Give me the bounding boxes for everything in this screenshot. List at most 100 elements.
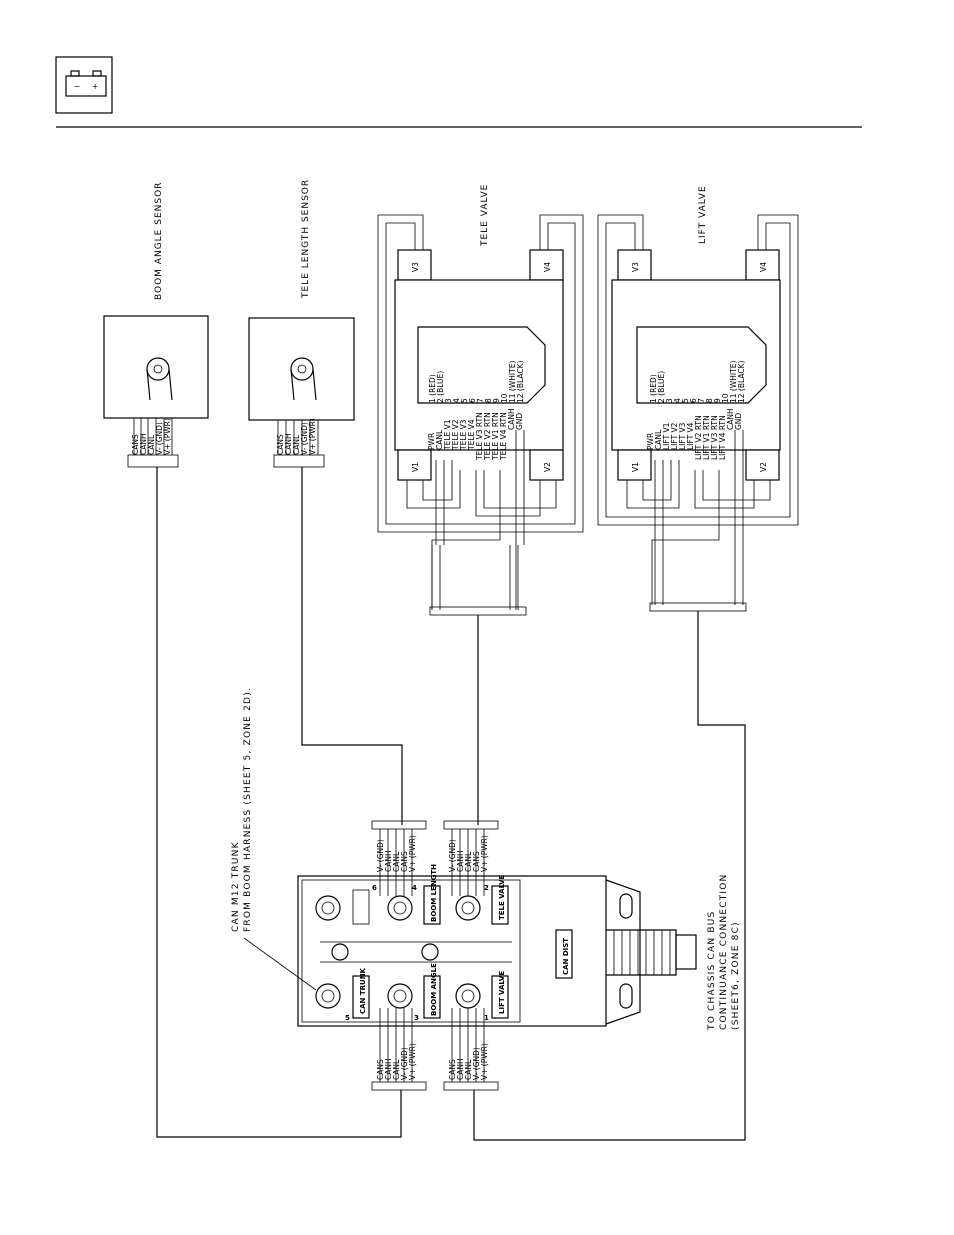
tele-pin: 3 [444,398,453,403]
bl-pin-5: V+ (PWR) [408,835,417,872]
port-5-label: CAN TRUNK [359,967,367,1014]
boom-pin-5: V+ (PWR) [163,418,172,455]
boom-angle-sensor-title: BOOM ANGLE SENSOR [154,182,164,300]
boom-pin-2: CANH [139,433,148,455]
tv-pin-1: V- (GND) [448,839,457,872]
tele-sensor-pin-3: CANL [292,434,301,455]
lift-valve: LIFT VALVE V3 V4 V1 V2 1 (RED) 2 (BLUE) … [597,185,799,612]
lift-wire: CANL [654,429,663,450]
lift-wire: LIFT V3 RTN [710,415,719,460]
lift-wire: LIFT V3 [678,422,687,450]
lift-coil-v2: V2 [759,462,768,472]
lift-pin: 4 [673,398,682,403]
port-5-num: 5 [345,1014,350,1022]
boom-pin-3: CANL [147,434,156,455]
port-2-num: 2 [484,884,489,892]
lift-pin: 10 [721,393,730,403]
tele-valve: TELE VALVE V3 V4 V1 V2 1 (RED) 2 (BLUE) … [377,184,584,616]
tele-wire: TELE V2 [451,419,460,451]
lift-pin: 12 (BLACK) [737,360,746,403]
lift-wire: LIFT V2 [670,422,679,450]
can-dist-module: CAN DIST 6 BOOM LENGTH 4 [297,864,697,1027]
tele-pin: 11 (WHITE) [508,361,517,403]
port-1-label: LIFT VALVE [498,971,506,1014]
bl-pin-1: V- (GND) [376,839,385,872]
chassis-note: TO CHASSIS CAN BUS CONTINUANCE CONNECTIO… [707,874,741,1031]
lower-pigtails: CANS CANH CANL V- (GND) V+ (PWR) CANS CA… [371,1008,499,1091]
tele-wire: CANH [507,408,516,430]
tele-valve-wires: PWR CANL TELE V1 TELE V2 TELE V3 TELE V4… [427,408,524,461]
port-3-boom-angle: BOOM ANGLE 3 [387,963,441,1022]
tele-coil-v1: V1 [411,462,420,472]
lift-pin: 11 (WHITE) [729,361,738,403]
tele-wire: TELE V2 RTN [483,412,492,461]
chassis-note-line1: TO CHASSIS CAN BUS [707,911,717,1031]
tele-wire: CANL [435,429,444,450]
lift-coil-v3: V3 [631,262,640,272]
lv-pin-2: CANH [456,1058,465,1080]
tele-sensor-pin-5: V+ (PWR) [308,418,317,455]
tele-pin: 1 (RED) [428,374,437,403]
tele-wire: TELE V3 [459,419,468,451]
trunk-leader [243,937,317,991]
lift-valve-pins: 1 (RED) 2 (BLUE) 3 4 5 6 7 8 9 10 11 (WH… [649,360,746,403]
tele-wire: TELE V3 RTN [475,412,484,461]
battery-minus: − [74,82,80,91]
trunk-note-line2: FROM BOOM HARNESS (SHEET 5, ZONE 2D). [243,687,253,932]
port-1-lift-valve: LIFT VALVE 1 [455,971,509,1022]
tv-pin-3: CANL [464,851,473,872]
lift-pin: 5 [681,398,690,403]
lv-pin-3: CANL [464,1059,473,1080]
lift-wire: LIFT V1 [662,422,671,450]
battery-icon: − + [55,56,113,114]
ba-pin-1: CANS [376,1059,385,1080]
lift-coil-v4: V4 [759,262,768,272]
harness-runs [156,467,746,1141]
tele-pin: 4 [452,398,461,403]
bl-pin-2: CANH [384,850,393,872]
ba-pin-3: CANL [392,1059,401,1080]
lift-wire: GND [734,413,743,430]
port-3-num: 3 [414,1014,419,1022]
boom-pin-4: V- (GND) [155,422,164,455]
port-4-boom-length: BOOM LENGTH 4 [387,864,441,925]
tele-pin: 9 [492,398,501,403]
port-1-num: 1 [484,1014,489,1022]
lift-pin: 3 [665,398,674,403]
port-2-label: TELE VALVE [498,874,506,920]
lift-wire: PWR [646,433,655,450]
tele-pin: 6 [468,398,477,403]
tele-wire: PWR [427,433,436,450]
lift-pin: 1 (RED) [649,374,658,403]
chassis-connector [606,929,697,976]
tele-sensor-pin-1: CANS [276,434,285,455]
tele-wire: TELE V1 RTN [491,412,500,461]
can-dist-label: CAN DIST [562,938,570,975]
lift-wire: LIFT V2 RTN [694,415,703,460]
tv-pin-2: CANH [456,850,465,872]
port-5-can-trunk: CAN TRUNK 5 [315,967,370,1022]
tele-pin: 2 (BLUE) [436,371,445,403]
port-6-spare: 6 [315,884,377,925]
tele-sensor-pin-4: V- (GND) [300,422,309,455]
trunk-note-line1: CAN M12 TRUNK [231,841,241,932]
tele-pin: 7 [476,398,485,403]
trunk-note: CAN M12 TRUNK FROM BOOM HARNESS (SHEET 5… [231,687,317,991]
tv-pin-4: CANS [472,851,481,872]
ba-pin-5: V+ (PWR) [408,1043,417,1080]
tele-length-sensor: TELE LENGTH SENSOR CANS CANH CANL V- (GN… [248,179,355,468]
boom-angle-sensor: BOOM ANGLE SENSOR CANS CANH CANL V- (GND… [103,182,209,468]
lift-pin: 9 [713,398,722,403]
lift-valve-title: LIFT VALVE [698,185,708,244]
lift-wire: CANH [726,408,735,430]
lift-wire: LIFT V4 RTN [718,415,727,460]
port-3-label: BOOM ANGLE [430,963,438,1016]
tele-valve-pins: 1 (RED) 2 (BLUE) 3 4 5 6 7 8 9 10 11 (WH… [428,360,525,403]
boom-pin-1: CANS [131,434,140,455]
tele-coil-v3: V3 [411,262,420,272]
tele-wire: TELE V1 [443,419,452,451]
lift-pin: 7 [697,398,706,403]
chassis-note-line2: CONTINUANCE CONNECTION [719,874,729,1030]
tele-pin: 8 [484,398,493,403]
chassis-note-line3: (SHEET6, ZONE 8C) [731,921,741,1030]
